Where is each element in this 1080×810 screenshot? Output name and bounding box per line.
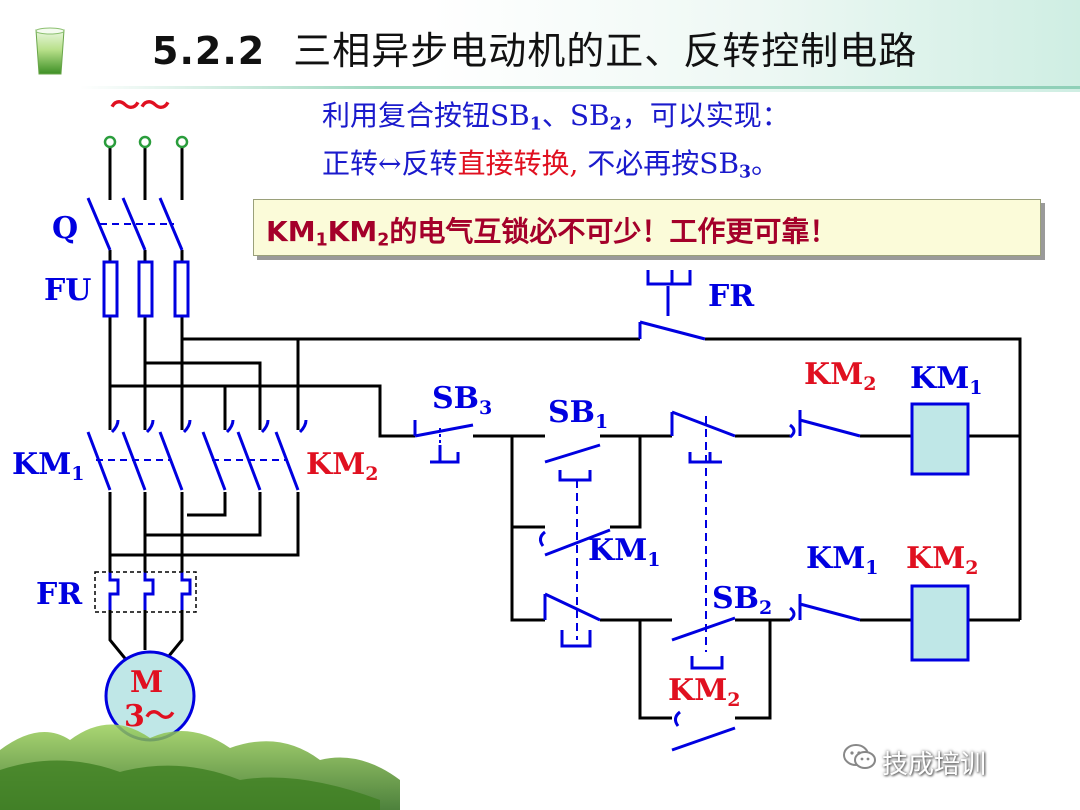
supply-terminal xyxy=(175,135,189,149)
intro2-part-a: 正转↔反转 xyxy=(322,147,458,180)
supply-terminal xyxy=(103,135,117,149)
q-label: Q xyxy=(52,211,78,246)
intro1-sub-1: 1 xyxy=(529,114,542,135)
watermark-text: 技成培训 xyxy=(882,750,987,780)
note-km-b: KM xyxy=(327,215,378,248)
fuse xyxy=(173,260,190,318)
phase-wire xyxy=(108,140,130,663)
km2-coil xyxy=(910,584,970,662)
grass-decoration xyxy=(0,724,400,810)
km2-interlock-label: KM2 xyxy=(804,357,877,395)
note-rest: 的电气互锁必不可少！工作更可靠！ xyxy=(389,215,838,248)
km2-interlock-contact xyxy=(789,410,861,439)
sb1-no-contact xyxy=(544,443,601,464)
intro1-part-a: 利用复合按钮SB xyxy=(322,99,530,132)
phase-wire xyxy=(162,140,184,663)
sb2-nc-contact xyxy=(543,592,601,622)
section-number: 5.2.2 xyxy=(152,29,266,73)
reverse-wire xyxy=(145,361,262,430)
km1-interlock-contact xyxy=(789,594,861,622)
supply-label: ～～ xyxy=(110,89,170,124)
motor-label: M xyxy=(130,665,163,700)
supply-terminal xyxy=(138,135,152,149)
sb2-no-contact xyxy=(671,616,736,642)
slide-title: 5.2.2 三相异步电动机的正、反转控制电路 xyxy=(152,20,917,75)
sb2-label: SB2 xyxy=(712,581,772,619)
km1-hold-label: KM1 xyxy=(588,533,661,571)
note-km-a: KM xyxy=(266,215,316,248)
interlock-note-box: KM1KM2的电气互锁必不可少！工作更可靠！ xyxy=(253,199,1041,256)
sb3-contact xyxy=(413,420,474,464)
sb1-label: SB1 xyxy=(548,395,608,433)
km2-contact-hook xyxy=(225,419,308,434)
intro2-part-c: 。 xyxy=(751,147,780,180)
motor-phase-label: 3～ xyxy=(124,699,175,734)
reverse-wire xyxy=(187,492,227,517)
interlock-note-text: KM1KM2的电气互锁必不可少！工作更可靠！ xyxy=(266,210,837,250)
header-divider xyxy=(80,86,1080,89)
intro2-sub: 3 xyxy=(739,162,752,183)
title-text: 三相异步电动机的正、反转控制电路 xyxy=(293,29,918,73)
note-sub-2: 2 xyxy=(377,230,390,251)
fr-ctrl-label: FR xyxy=(708,279,755,314)
ctrl-feed-wire xyxy=(225,384,415,438)
sb2-head xyxy=(560,630,724,670)
intro1-part-c: ，可以实现： xyxy=(621,99,790,132)
fr-main-label: FR xyxy=(36,577,83,612)
km1-main-label: KM1 xyxy=(12,447,85,485)
reverse-wire xyxy=(145,492,262,537)
intro1-sub-2: 2 xyxy=(609,114,622,135)
sb1-head xyxy=(558,452,722,482)
sb1-link xyxy=(576,416,707,652)
intro2-part-b: 不必再按SB xyxy=(578,147,740,180)
ctrl-wire xyxy=(638,620,772,720)
intro1-part-b: 、SB xyxy=(541,99,610,132)
intro-line-2: 正转↔反转直接转换, 不必再按SB3。 xyxy=(322,142,779,182)
km1-coil xyxy=(910,402,970,476)
intro2-highlight: 直接转换, xyxy=(457,147,579,180)
sb3-label: SB3 xyxy=(432,381,492,419)
q-switch-blade xyxy=(86,197,184,251)
km1-coil-label: KM1 xyxy=(910,361,983,399)
sb1-nc-contact xyxy=(670,410,736,438)
intro-line-1: 利用复合按钮SB1、SB2，可以实现： xyxy=(322,94,790,134)
header-band xyxy=(0,0,1080,92)
fr-nc-contact xyxy=(638,270,706,341)
tea-cup-icon xyxy=(35,27,65,75)
note-sub-1: 1 xyxy=(315,230,328,251)
km1-interlock-label: KM1 xyxy=(806,541,879,579)
km2-hold-label: KM2 xyxy=(668,673,741,711)
km2-coil-label: KM2 xyxy=(906,541,979,579)
fr-box xyxy=(94,571,197,613)
ctrl-wire xyxy=(510,436,642,622)
km1-hold-contact xyxy=(538,528,611,557)
km2-main-label: KM2 xyxy=(306,447,379,485)
wechat-icon xyxy=(843,744,876,769)
km1-contact-hook xyxy=(110,419,192,434)
fu-label: FU xyxy=(44,273,91,308)
ctrl-top-wire xyxy=(182,337,1022,620)
reverse-wire xyxy=(110,492,300,557)
fr-heater xyxy=(108,572,192,610)
reverse-wire xyxy=(110,384,227,430)
km2-hold-contact xyxy=(671,710,736,752)
fuse xyxy=(137,260,154,318)
fuse xyxy=(102,260,119,318)
